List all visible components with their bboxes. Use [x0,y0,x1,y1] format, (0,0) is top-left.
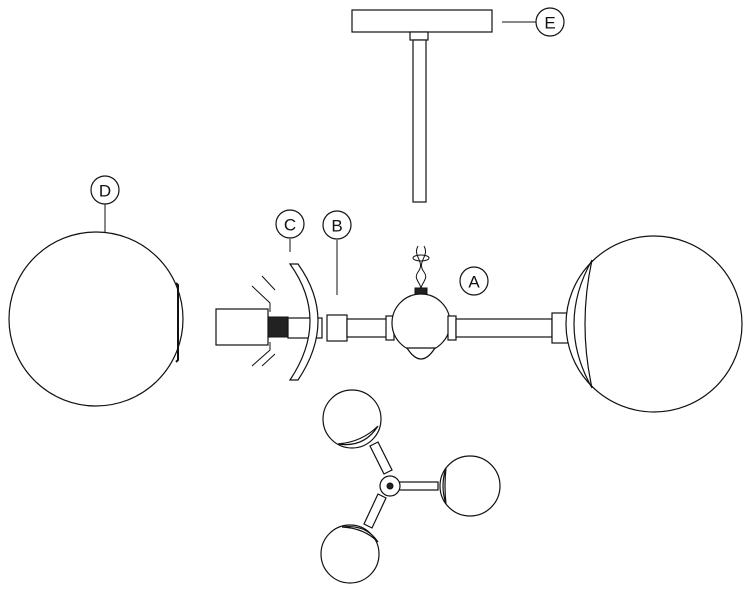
wire-2 [420,245,427,293]
clip-bottom [251,342,271,367]
arm-left [326,314,395,342]
top-view-hub-center [386,482,394,490]
glass-holder-c [288,263,319,381]
top-view-arm-lower [363,493,387,529]
top-view-globe-right-cap [442,467,447,505]
canopy-plate [351,9,493,33]
hub-sphere [391,293,451,353]
arm-b [346,318,392,338]
callout-a-circle [459,266,489,296]
callout-e: E [502,7,565,37]
hub-right-collar [447,315,457,341]
top-view-globe-lower-cap [341,525,379,543]
callout-e-text: E [544,14,555,33]
callout-e-circle [535,7,565,37]
top-view-arm-upper [369,441,393,475]
arm-right-rod [455,318,553,338]
callout-a: A [459,266,489,296]
rod-collar [409,31,429,41]
callout-d: D [90,175,120,232]
callout-a-text: A [468,273,480,292]
globe-right [565,235,743,413]
callout-b-text: B [331,217,342,236]
callout-c-circle [275,209,305,239]
top-view-globe-upper [322,389,382,449]
hub-finial [405,347,437,360]
top-view-globe-lower [320,524,380,584]
globe-right-cap [573,259,593,389]
callout-b-circle [322,210,352,240]
callout-c-text: C [284,216,296,235]
socket-cup [215,308,269,346]
callout-c: C [275,209,305,252]
callout-d-circle [90,175,120,205]
wire-twist [412,254,430,262]
clip-top [251,285,271,312]
central-hub-a [391,245,457,360]
down-rod [412,39,427,203]
wire-1 [415,245,422,293]
globe-d-opening [175,282,179,363]
left-globe [8,231,184,407]
callout-d-text: D [99,182,111,201]
globe-d [8,231,184,407]
clip-bottom-tip [261,353,276,367]
threaded-nipple [267,316,289,338]
coupling-b [326,314,348,342]
ceiling-mount [351,9,493,203]
callout-b: B [322,210,352,295]
clip-top-tip [261,275,276,291]
top-view-globe-upper-cap [337,425,379,446]
top-view [320,389,501,584]
top-view-arm-right [397,481,439,491]
arm-right [455,312,571,344]
top-view-globe-right [439,455,501,517]
right-globe [565,235,743,413]
